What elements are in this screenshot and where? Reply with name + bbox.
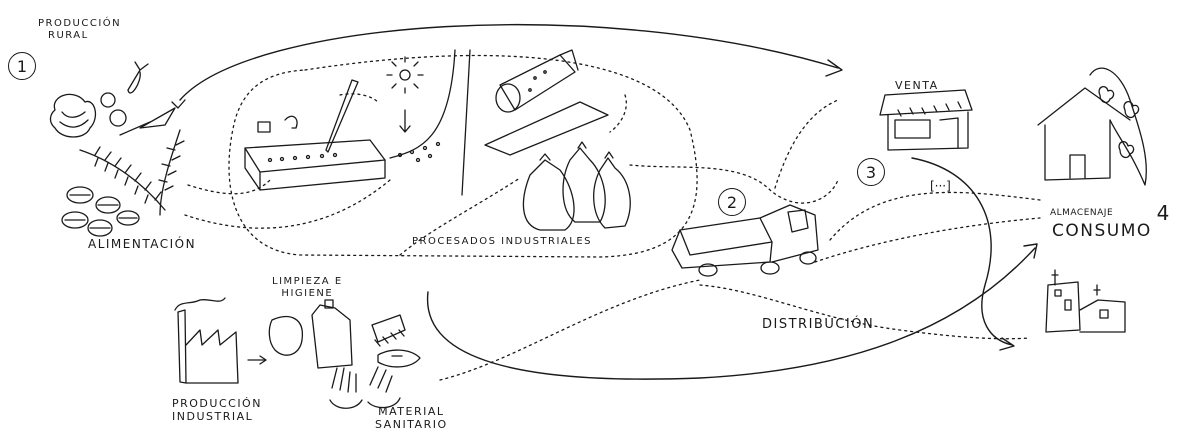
hygiene-line1: LIMPIEZA E [272,276,343,287]
storage-label: ALMACENAJE [1050,208,1114,218]
factory-illustration [174,297,267,384]
industrial-production-label: PRODUCCIÓN INDUSTRIAL [172,397,262,423]
step-1-badge: 1 [8,52,36,80]
vegetables-illustration [49,61,186,138]
dotted-flows [184,93,1041,381]
cleaning-products-illustration [268,299,421,369]
shop-illustration [879,89,973,151]
truck-illustration [671,204,819,277]
sanitary-line1: MATERIAL [378,405,445,418]
gloves-illustration [329,366,401,409]
bags-illustration [522,141,631,231]
rural-production-line2: RURAL [48,29,89,41]
grinder-illustration [484,49,609,156]
flow-arrow-rural-to-sale [179,23,839,101]
buildings-illustration [1045,269,1126,333]
step-2-badge: 2 [718,188,746,216]
industrial-production-line2: INDUSTRIAL [172,409,254,423]
industrial-process-loop [228,54,698,258]
step-3-badge: 3 [857,158,885,186]
beans-illustration [61,186,140,237]
sale-ellipsis: [···] [930,179,951,193]
sun-dry-illustration [386,49,471,196]
hygiene-line2: HIGIENE [281,287,334,299]
sanitary-line2: SANITARIO [375,417,448,431]
sanitary-label: MATERIAL SANITARIO [375,405,448,431]
industrial-production-line1: PRODUCCIÓN [172,397,262,410]
conveyor-illustration [244,79,386,191]
house-illustration [1037,67,1147,186]
flow-arrow-industry-to-consumption [426,247,1036,380]
consumption-label: CONSUMO [1052,221,1152,241]
hygiene-label: LIMPIEZA E HIGIENE [272,276,343,299]
flow-arrow-sale-to-consumption [911,157,1013,346]
wheat-illustration [79,129,185,216]
step-4-badge: 4 [1156,201,1170,225]
rural-production-line1: PRODUCCIÓN [38,18,122,29]
sale-label: VENTA [895,79,939,92]
food-label: ALIMENTACIÓN [88,237,197,251]
industrial-processes-label: PROCESADOS INDUSTRIALES [412,236,593,247]
rural-production-label: PRODUCCIÓN RURAL [38,18,121,41]
distribution-label: DISTRIBUCIÓN [762,317,875,332]
